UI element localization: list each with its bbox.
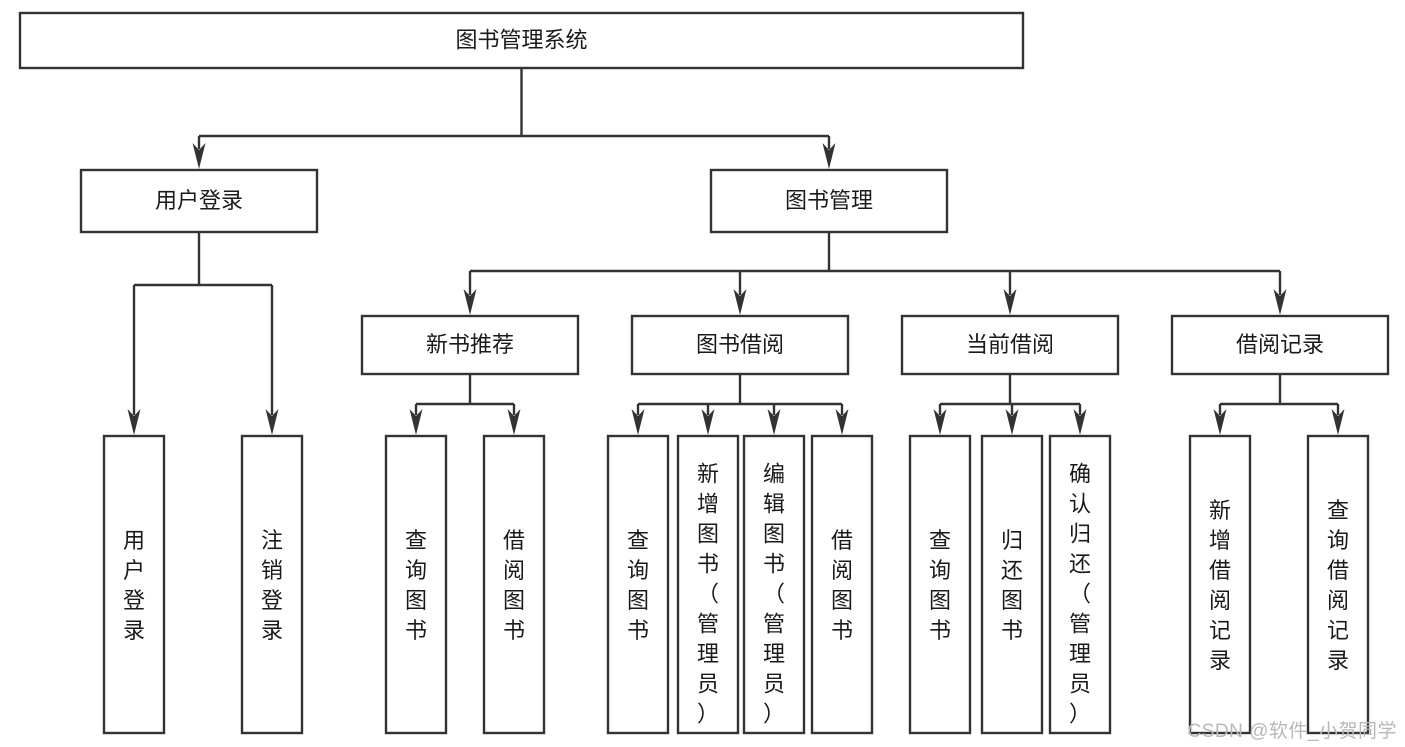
node-label: 编辑图书（管理员） (763, 461, 785, 726)
node-label: 图书管理系统 (455, 27, 587, 52)
node-l4-bor-lend[interactable]: 借阅图书 (810, 434, 874, 735)
node-label: 查询图书 (405, 528, 427, 643)
node-l4-rcd-add[interactable]: 新增借阅记录 (1188, 434, 1252, 735)
connector-group (192, 68, 836, 169)
node-label: 查询图书 (929, 528, 951, 643)
node-l3-record[interactable]: 借阅记录 (1170, 314, 1390, 376)
node-l4-cur-return[interactable]: 归还图书 (980, 434, 1044, 735)
node-l3-recommend[interactable]: 新书推荐 (360, 314, 580, 376)
node-l2-book[interactable]: 图书管理 (709, 168, 949, 234)
node-l4-cur-confirm[interactable]: 确认归还（管理员） (1048, 434, 1112, 735)
node-l4-rec-borrow[interactable]: 借阅图书 (482, 434, 546, 735)
connector-group (463, 232, 1287, 315)
node-l3-current[interactable]: 当前借阅 (900, 314, 1120, 376)
connector-group (409, 374, 521, 435)
node-label: 归还图书 (1001, 528, 1023, 643)
node-l4-rcd-query[interactable]: 查询借阅记录 (1306, 434, 1370, 735)
node-l4-bor-add[interactable]: 新增图书（管理员） (676, 434, 740, 735)
node-label: 新增借阅记录 (1209, 498, 1231, 673)
node-label: 查询图书 (627, 528, 649, 643)
node-layer: 图书管理系统用户登录图书管理新书推荐图书借阅当前借阅借阅记录用户登录注销登录查询… (18, 11, 1390, 735)
connector-layer (127, 68, 1345, 435)
node-label: 用户登录 (123, 528, 145, 643)
node-label: 当前借阅 (966, 332, 1054, 357)
node-label: 确认归还（管理员） (1069, 461, 1091, 726)
node-l4-cur-query[interactable]: 查询图书 (908, 434, 972, 735)
node-label: 借阅记录 (1236, 332, 1324, 357)
connector-group (127, 232, 279, 435)
node-label: 注销登录 (261, 528, 283, 643)
node-l4-user-login[interactable]: 用户登录 (102, 434, 166, 735)
node-l3-borrow[interactable]: 图书借阅 (630, 314, 850, 376)
node-label: 新增图书（管理员） (697, 461, 719, 726)
node-label: 借阅图书 (503, 528, 525, 643)
node-label: 借阅图书 (831, 528, 853, 643)
node-label: 新书推荐 (426, 332, 514, 357)
node-label: 图书借阅 (696, 332, 784, 357)
node-l4-rec-query[interactable]: 查询图书 (384, 434, 448, 735)
connector-group (631, 374, 849, 435)
node-label: 图书管理 (785, 188, 873, 213)
node-label: 查询借阅记录 (1327, 498, 1349, 673)
node-root[interactable]: 图书管理系统 (18, 11, 1025, 70)
node-l4-bor-edit[interactable]: 编辑图书（管理员） (742, 434, 806, 735)
node-l4-bor-query[interactable]: 查询图书 (606, 434, 670, 735)
node-l4-user-logout[interactable]: 注销登录 (240, 434, 304, 735)
node-label: 用户登录 (155, 188, 243, 213)
connector-group (1213, 374, 1345, 435)
connector-group (933, 374, 1087, 435)
node-l2-user[interactable]: 用户登录 (79, 168, 319, 234)
